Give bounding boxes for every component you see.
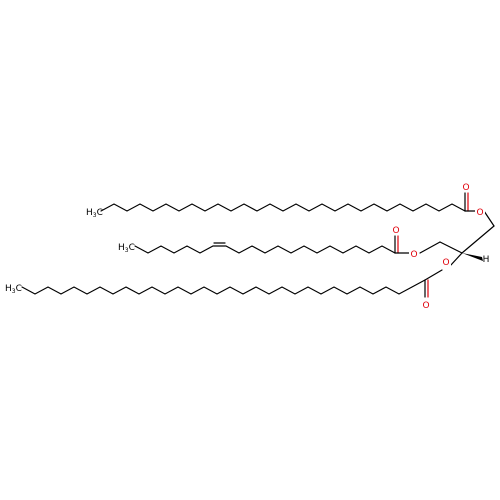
- methyl-bottom: H3C: [5, 284, 22, 295]
- oxygen-carbonyl-bottom: O: [422, 301, 429, 311]
- glycerol-backbone: [439, 225, 495, 267]
- stereo-hydrogen: H: [483, 255, 490, 265]
- middle-acyl-chain: [134, 235, 441, 254]
- svg-text:H3C: H3C: [86, 208, 103, 219]
- top-chain-bonds: [100, 203, 466, 212]
- bottom-ester-bond: [424, 269, 443, 281]
- svg-text:H3C: H3C: [5, 284, 22, 295]
- methyl-middle: H3C: [118, 243, 135, 254]
- methyl-top: H3C: [86, 208, 103, 219]
- backbone-bond-2: [461, 225, 495, 254]
- bottom-acyl-chain: [21, 269, 443, 298]
- oxygen-carbonyl-top: O: [462, 183, 469, 193]
- oxygen-ester-bottom: O: [442, 258, 449, 268]
- oxygen-ester-middle: O: [410, 250, 417, 260]
- top-ester-bond-b: [483, 210, 495, 227]
- backbone-bond-3: [449, 252, 463, 267]
- middle-chain-bonds: [134, 245, 396, 254]
- bottom-chain-bonds: [21, 279, 426, 295]
- middle-ester-bond-b: [419, 241, 441, 254]
- oxygen-ester-top: O: [476, 208, 483, 218]
- top-acyl-chain: [100, 192, 495, 227]
- backbone-bond-1: [439, 241, 463, 254]
- stereo-wedge: [462, 253, 483, 261]
- oxygen-carbonyl-middle: O: [392, 226, 399, 236]
- atom-labels: O O O O O O H H3C H3C H3C: [5, 180, 489, 311]
- svg-text:H3C: H3C: [118, 243, 135, 254]
